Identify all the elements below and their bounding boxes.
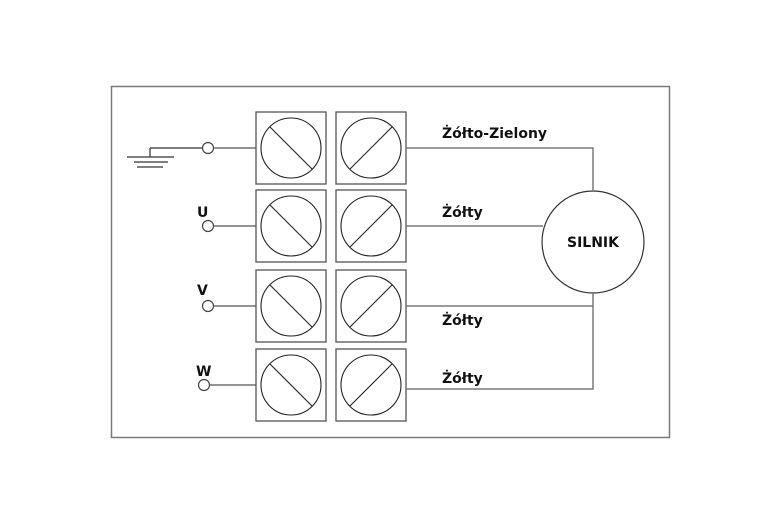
screw-slot [349,363,393,407]
motor-label: SILNIK [567,235,620,251]
screw-slot [269,363,313,407]
screw-slot [349,126,393,170]
wire-label-w: Żółty [442,370,483,387]
wire-label-ground: Żółto-Zielony [442,125,547,142]
screw-icon [260,354,322,416]
input-terminal-ground [201,141,215,155]
phase-label-v: V [197,283,208,299]
phase-label-w: W [196,364,211,380]
input-terminal-v [201,299,215,313]
input-terminal-w [197,378,211,392]
wire-w [406,306,594,390]
screw-icon [340,275,402,337]
screw-icon [260,195,322,257]
screw-slot [269,204,313,248]
screw-slot [269,284,313,328]
wire-label-u: Żółty [442,204,483,221]
input-terminal-u [201,219,215,233]
wire-label-v: Żółty [442,312,483,329]
enclosure-frame [110,85,671,439]
screw-icon [340,117,402,179]
screw-icon [260,117,322,179]
screw-slot [269,126,313,170]
ground-icon [127,147,203,168]
screw-slot [349,284,393,328]
screw-icon [340,195,402,257]
terminal-block-right [335,269,407,343]
screw-icon [340,354,402,416]
wire-ground [406,147,594,191]
screw-slot [349,204,393,248]
wire-v [406,293,594,307]
phase-label-u: U [197,205,208,221]
screw-icon [260,275,322,337]
